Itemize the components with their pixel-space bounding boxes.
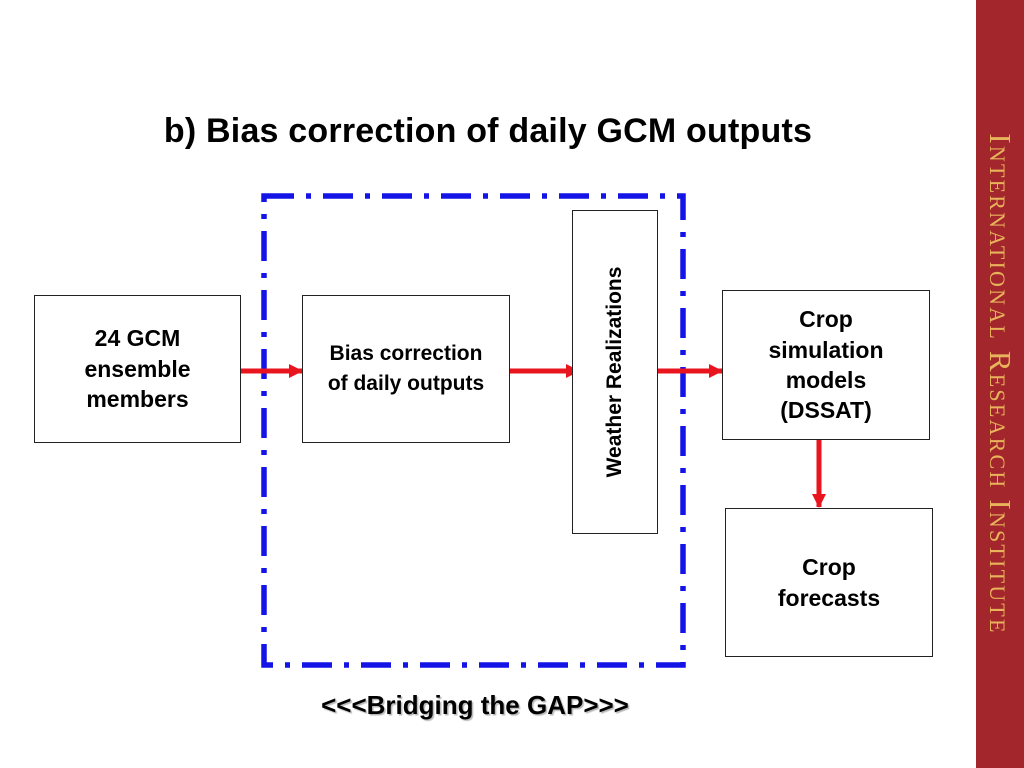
gcm-members-label: 24 GCM ensemble members <box>84 325 191 413</box>
weather-realizations-box: Weather Realizations <box>572 210 658 534</box>
crop-models-box: Crop simulation models (DSSAT) <box>722 290 930 440</box>
bridging-gap-label: <<<Bridging the GAP>>> <box>321 690 629 720</box>
slide-title: b) Bias correction of daily GCM outputs <box>163 112 813 150</box>
crop-forecasts-label: Crop forecasts <box>777 554 881 611</box>
bias-correction-box: Bias correction of daily outputs <box>302 295 510 443</box>
weather-realizations-label: Weather Realizations <box>603 266 626 478</box>
gcm-members-box: 24 GCM ensemble members <box>34 295 241 443</box>
institute-name: International Research Institute <box>983 133 1018 635</box>
institute-sidebar: International Research Institute <box>976 0 1024 768</box>
crop-models-label: Crop simulation models (DSSAT) <box>768 306 884 424</box>
crop-forecasts-box: Crop forecasts <box>725 508 933 657</box>
bias-correction-label: Bias correction of daily outputs <box>327 341 485 395</box>
